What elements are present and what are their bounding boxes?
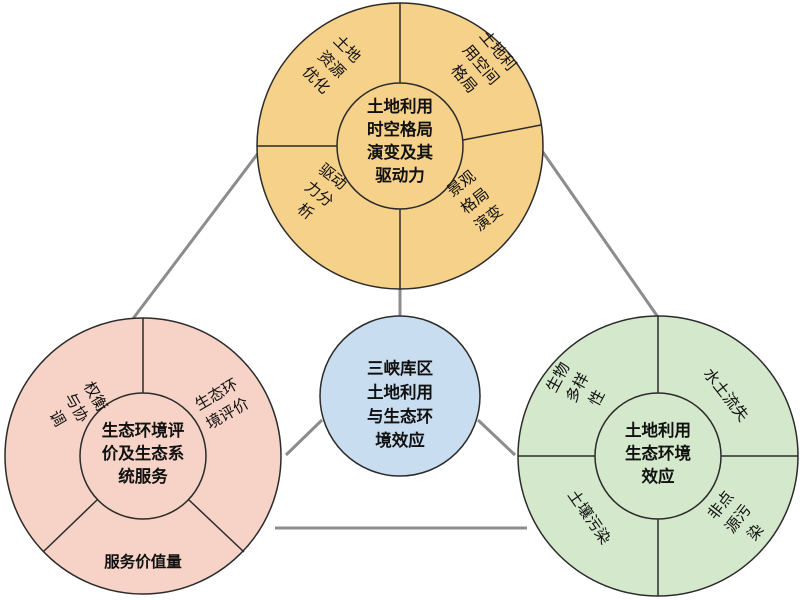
left-cluster: 生态环境评价及生态系统服务 权衡与协调 生态环境评价 服务价值量 bbox=[4, 317, 282, 595]
left-inner-circle bbox=[79, 392, 207, 520]
top-divider-2 bbox=[462, 124, 542, 141]
top-core-text: 土地利用时空格局演变及其驱动力 bbox=[367, 96, 434, 185]
connector-left-center bbox=[284, 418, 324, 457]
connector-top-left bbox=[130, 147, 264, 321]
center-circle bbox=[319, 315, 481, 477]
right-cluster: 土地利用生态环境效应 生物多样性 水土流失 非点源污染 土壤污染 bbox=[517, 315, 799, 597]
right-inner-circle bbox=[594, 392, 722, 520]
top-inner-circle bbox=[336, 82, 464, 210]
left-core-text: 生态环境评价及生态系统服务 bbox=[102, 420, 185, 486]
left-divider-3 bbox=[188, 499, 245, 553]
left-seg-service-value: 服务价值量 bbox=[104, 552, 182, 571]
connector-lines bbox=[130, 147, 662, 530]
connector-right-center bbox=[476, 418, 517, 457]
center-cluster: 三峡库区土地利用与生态环境效应 bbox=[319, 315, 481, 477]
center-core-text: 三峡库区土地利用与生态环境效应 bbox=[367, 358, 434, 450]
connector-top-right bbox=[538, 147, 662, 321]
left-divider-2 bbox=[42, 499, 98, 553]
top-cluster: 土地利用时空格局演变及其驱动力 土地资源优化 土地利用空间格局 景观格局演变 驱… bbox=[256, 2, 544, 290]
right-core-text: 土地利用生态环境效应 bbox=[625, 420, 692, 486]
